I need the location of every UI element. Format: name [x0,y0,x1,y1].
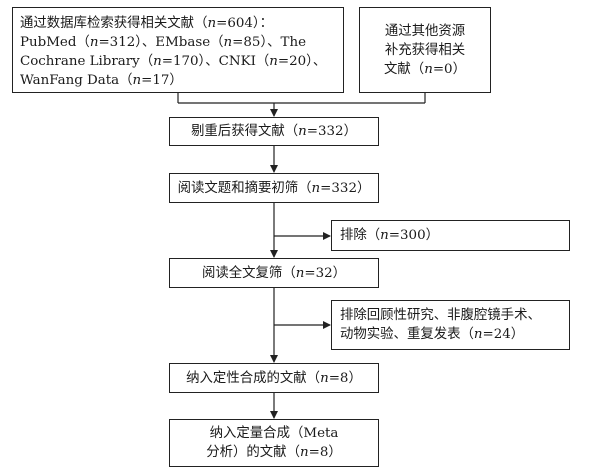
db-search-line2: PubMed（n=312）、EMbase（n=85）、The [20,35,307,50]
other-sources-line3: 文献（n=0） [384,61,466,77]
title-abstract-screen-label: 阅读文题和摘要初筛（n=332） [177,180,371,196]
fulltext-screen-box: 阅读全文复筛（n=32） [169,258,379,288]
other-sources-line2: 补充获得相关 [384,42,466,58]
qualitative-synthesis-label: 纳入定性合成的文献（n=8） [186,370,362,386]
exclude-box-1: 排除（n=300） [331,220,570,251]
exclude-2-line2: 动物实验、重复发表（n=24） [340,327,525,342]
dedup-box: 剔重后获得文献（n=332） [169,117,379,146]
exclude-box-2: 排除回顾性研究、非腹腔镜手术、 动物实验、重复发表（n=24） [331,300,570,350]
db-search-line4: WanFang Data（n=17） [20,73,183,88]
quantitative-synthesis-box: 纳入定量合成（Meta 分析）的文献（n=8） [169,419,379,467]
other-sources-line1: 通过其他资源 [384,23,466,39]
title-abstract-screen-box: 阅读文题和摘要初筛（n=332） [169,173,379,203]
exclude-2-line1: 排除回顾性研究、非腹腔镜手术、 [340,308,541,323]
fulltext-screen-label: 阅读全文复筛（n=32） [201,265,347,281]
db-search-line1: 通过数据库检索获得相关文献（n=604）： [20,16,273,31]
db-search-line3: Cochrane Library（n=170）、CNKI（n=20）、 [20,54,327,69]
qualitative-synthesis-box: 纳入定性合成的文献（n=8） [169,363,379,393]
db-search-box: 通过数据库检索获得相关文献（n=604）： PubMed（n=312）、EMba… [12,7,344,93]
quantitative-synthesis-line1: 纳入定量合成（Meta [209,426,339,441]
quantitative-synthesis-line2: 分析）的文献（n=8） [206,445,342,460]
exclude-1-label: 排除（n=300） [340,228,439,243]
dedup-label: 剔重后获得文献（n=332） [191,124,357,139]
other-sources-box: 通过其他资源 补充获得相关 文献（n=0） [359,7,491,93]
